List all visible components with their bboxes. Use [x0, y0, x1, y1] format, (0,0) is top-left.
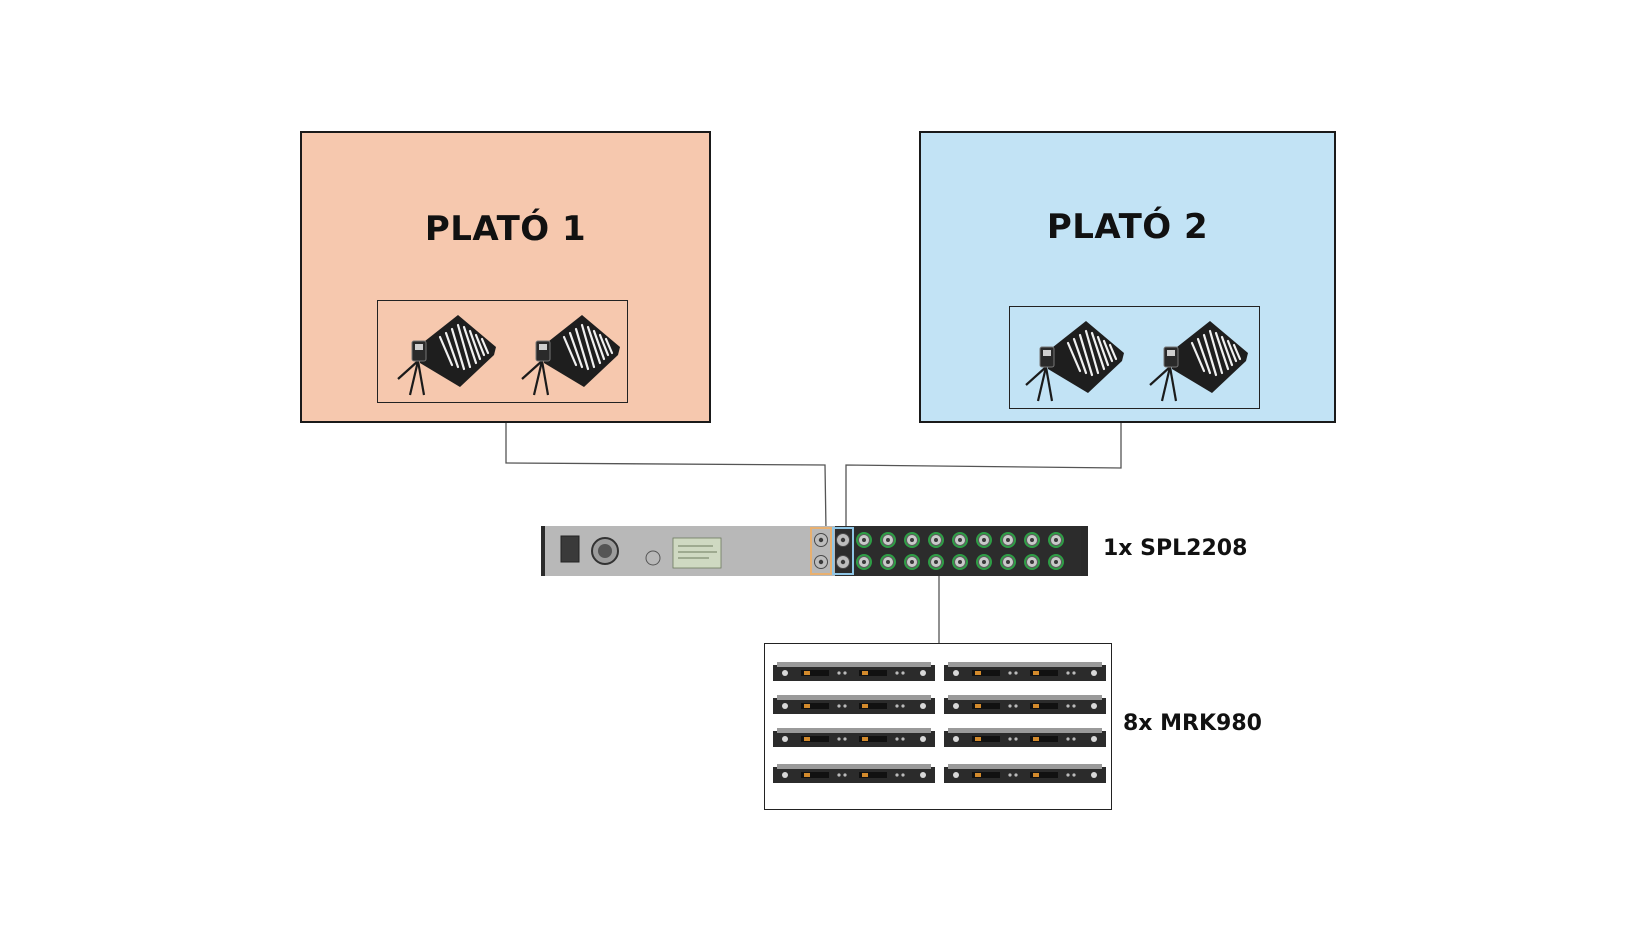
splitter-output-port: [951, 531, 969, 549]
rack-receiver-icon: [773, 764, 935, 783]
log-periodic-antenna-icon: [1148, 319, 1250, 403]
splitter-output-port: [879, 553, 897, 571]
rack-receiver-icon: [944, 695, 1106, 714]
studio-2-antenna-group: [1009, 306, 1260, 409]
receivers-label: 8x MRK980: [1123, 711, 1262, 736]
studio-1-antenna-group: [377, 300, 628, 403]
studio-1-title: PLATÓ 1: [424, 209, 587, 249]
studio-2-title: PLATÓ 2: [1046, 207, 1209, 247]
splitter-output-port: [1047, 553, 1065, 571]
rack-splitter-icon: [541, 526, 1088, 576]
rack-receiver-icon: [944, 662, 1106, 681]
splitter-output-port: [975, 553, 993, 571]
splitter-output-port: [903, 553, 921, 571]
splitter-output-port: [903, 531, 921, 549]
wire-studio-2-to-splitter: [845, 410, 1122, 530]
splitter-output-port: [855, 531, 873, 549]
receiver-rack-group: [764, 643, 1112, 810]
splitter-output-port: [1023, 531, 1041, 549]
splitter-output-port: [999, 553, 1017, 571]
wire-studio-1-to-splitter: [505, 406, 827, 531]
splitter-output-port: [879, 531, 897, 549]
splitter-output-port: [1023, 553, 1041, 571]
studio-2-area: PLATÓ 2: [919, 131, 1336, 423]
rack-receiver-icon: [944, 728, 1106, 747]
studio-1-area: PLATÓ 1: [300, 131, 711, 423]
log-periodic-antenna-icon: [520, 313, 622, 397]
splitter-output-port: [999, 531, 1017, 549]
splitter-output-port: [951, 553, 969, 571]
splitter-output-port: [1047, 531, 1065, 549]
rack-receiver-icon: [773, 695, 935, 714]
rack-receiver-icon: [773, 728, 935, 747]
splitter-output-port: [927, 553, 945, 571]
splitter-label: 1x SPL2208: [1103, 536, 1248, 561]
splitter-output-port: [975, 531, 993, 549]
rack-receiver-icon: [773, 662, 935, 681]
log-periodic-antenna-icon: [396, 313, 498, 397]
splitter-output-port: [855, 553, 873, 571]
log-periodic-antenna-icon: [1024, 319, 1126, 403]
rack-receiver-icon: [944, 764, 1106, 783]
splitter-output-port: [927, 531, 945, 549]
